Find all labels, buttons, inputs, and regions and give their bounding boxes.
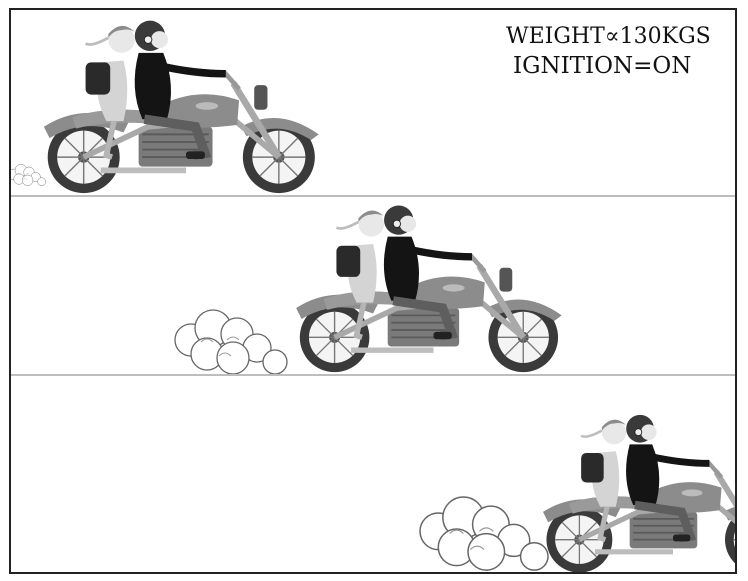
motorcycle-riders-2 <box>296 200 571 374</box>
dust-cloud-medium <box>174 309 288 375</box>
panel-2 <box>11 198 735 375</box>
dust-cloud-large <box>419 496 549 571</box>
motorcycle-riders-1 <box>36 15 336 195</box>
panel-1: WEIGHT∝130KGS IGNITION=ON <box>11 10 735 196</box>
ground-line-2 <box>11 374 735 376</box>
panel-3 <box>11 377 735 572</box>
ignition-caption: IGNITION=ON <box>513 53 692 79</box>
ground-line-1 <box>11 195 735 197</box>
weight-caption: WEIGHT∝130KGS <box>506 24 711 49</box>
comic-frame: WEIGHT∝130KGS IGNITION=ON <box>9 8 737 574</box>
motorcycle-riders-3 <box>543 407 735 572</box>
